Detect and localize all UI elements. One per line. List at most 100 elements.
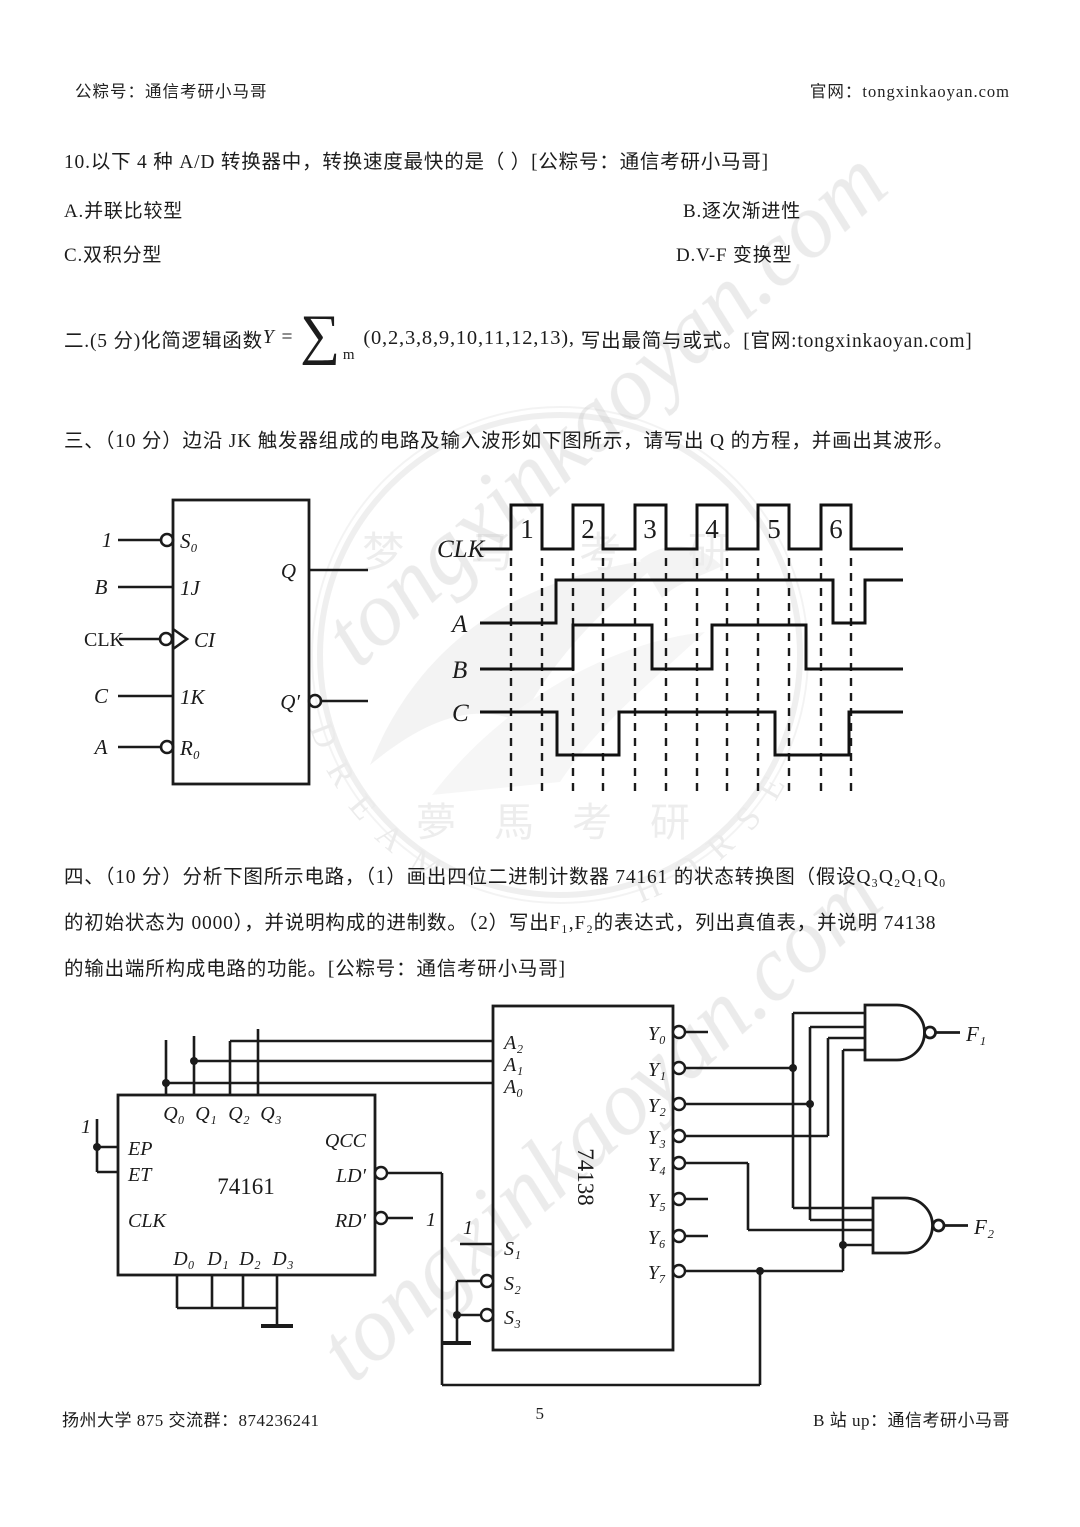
u1-pin-q1: Q₁ xyxy=(195,1103,216,1125)
u1-pin-d1: D₁ xyxy=(206,1248,228,1270)
u1-pin-q0: Q₀ xyxy=(163,1103,184,1125)
u1-pin-qcc: QCC xyxy=(325,1130,367,1152)
b-trace xyxy=(480,623,903,671)
q2-formula-line: 二.(5 分)化简逻辑函数 Y = ∑ m (0,2,3,8,9,10,11,1… xyxy=(64,302,973,374)
header-account: 公粽号：通信考研小马哥 xyxy=(75,82,268,101)
u1-pin-ld: LD′ xyxy=(335,1165,367,1187)
timing-gridlines xyxy=(509,558,853,793)
u2-junction-dots xyxy=(453,1064,847,1319)
u1-pin-ep: EP xyxy=(127,1138,152,1160)
u2-pin-y4: Y₄ xyxy=(648,1154,666,1176)
sigma-subscript: m xyxy=(342,347,356,363)
watermark-chars-top: 梦 马 考 研 xyxy=(362,531,758,577)
jk-input-b: B xyxy=(95,575,108,599)
pulse-number-5: 5 xyxy=(767,514,781,544)
a-signal-label: A xyxy=(450,611,468,638)
c-trace xyxy=(480,710,903,757)
footer-bilibili: B 站 up：通信考研小马哥 xyxy=(813,1411,1010,1430)
jk-flipflop-symbol xyxy=(118,498,368,786)
q4-line2: 的初始状态为 0000），并说明构成的进制数。（2）写出F₁,F₂的表达式，列出… xyxy=(64,913,937,934)
q4-line1: 四、（10 分）分析下图所示电路，（1）画出四位二进制计数器 74161 的状态… xyxy=(64,867,947,888)
jk-pin-ci: CI xyxy=(194,628,216,652)
u2-pin-s1: S₁ xyxy=(504,1238,521,1260)
counter-decoder-circuit: Q₀ Q₁ Q₂ Q₃ EP ET CLK QCC LD′ RD′ D₀ D₁ … xyxy=(81,1003,994,1387)
header-website: 官网：tongxinkaoyan.com xyxy=(809,82,1010,101)
pulse-number-4: 4 xyxy=(705,514,719,544)
q10-option-b: B.逐次渐进性 xyxy=(683,201,802,222)
footer-group: 扬州大学 875 交流群：874236241 xyxy=(62,1411,320,1430)
q4-line3: 的输出端所构成电路的功能。[公粽号：通信考研小马哥] xyxy=(64,959,566,980)
jk-input-c: C xyxy=(94,684,109,708)
horse-body-shape xyxy=(432,632,705,795)
u1-pin-d3: D₃ xyxy=(271,1248,293,1270)
pulse-number-2: 2 xyxy=(581,514,595,544)
u2-pin-y1: Y₁ xyxy=(648,1059,666,1081)
jk-pin-qnot: Q′ xyxy=(280,690,300,714)
watermark-chars-bottom: 夢 馬 考 研 xyxy=(416,800,704,845)
rd-bubble xyxy=(373,1210,389,1226)
u2-bubbles xyxy=(479,1024,687,1323)
pulse-number-6: 6 xyxy=(829,514,843,544)
q10-stem: 10.以下 4 种 A/D 转换器中，转换速度最快的是（ ）[公粽号：通信考研小… xyxy=(64,152,769,173)
chip-74138-box xyxy=(491,1004,675,1352)
q2-minterms: (0,2,3,8,9,10,11,12,13), xyxy=(363,326,575,349)
u1-rd-const: 1 xyxy=(426,1209,436,1231)
q10-option-d: D.V-F 变换型 xyxy=(676,245,793,266)
u2-pin-y0: Y₀ xyxy=(648,1023,666,1045)
page-number: 5 xyxy=(535,1404,545,1423)
q2-prefix: 二.(5 分)化简逻辑函数 xyxy=(64,330,263,352)
ld-bubble xyxy=(373,1165,389,1181)
u2-pin-y5: Y₅ xyxy=(648,1190,666,1212)
u1-name: 74161 xyxy=(217,1174,275,1199)
jk-pin-q: Q xyxy=(281,559,296,583)
u1-pin-d0: D₀ xyxy=(172,1248,194,1270)
u2-pin-s3: S₃ xyxy=(504,1307,521,1329)
u1-pin-rd: RD′ xyxy=(334,1210,367,1232)
jk-input-clk: CLK xyxy=(84,629,125,651)
jk-circuit-and-waveform: 1 B CLK C A S₀ 1J CI 1K R₀ Q Q′ CLK A B … xyxy=(84,498,903,793)
q3-stem: 三、（10 分）边沿 JK 触发器组成的电路及输入波形如下图所示，请写出 Q 的… xyxy=(64,431,954,452)
waveform-traces xyxy=(480,503,903,757)
f2-output-label: F₂ xyxy=(973,1215,994,1239)
u2-pin-s2: S₂ xyxy=(504,1273,521,1295)
nand-gate-f2 xyxy=(871,1196,968,1255)
sigma-symbol: ∑ xyxy=(300,304,341,366)
u2-name: 74138 xyxy=(573,1148,598,1206)
u2-pin-y2: Y₂ xyxy=(648,1095,666,1117)
q10-option-a: A.并联比较型 xyxy=(64,201,184,222)
b-signal-label: B xyxy=(452,657,467,684)
q2-suffix: 写出最简与或式。[官网:tongxinkaoyan.com] xyxy=(580,330,973,352)
a-trace xyxy=(480,578,903,625)
jk-pin-1k: 1K xyxy=(180,685,206,709)
jk-pin-1j: 1J xyxy=(180,576,202,600)
u2-pin-y7: Y₇ xyxy=(648,1262,666,1284)
chip-74161-box xyxy=(116,1093,377,1277)
u1-pin-clk: CLK xyxy=(128,1210,167,1232)
jk-input-a: A xyxy=(93,735,108,759)
u2-wires xyxy=(443,1011,873,1345)
u2-pin-a1: A₁ xyxy=(502,1054,523,1076)
pulse-number-1: 1 xyxy=(520,514,534,544)
u1-pin-d2: D₂ xyxy=(238,1248,260,1270)
pulse-number-3: 3 xyxy=(643,514,657,544)
u1-pin-q2: Q₂ xyxy=(228,1103,249,1125)
jk-input-const-1: 1 xyxy=(102,528,113,552)
q10-option-c: C.双积分型 xyxy=(64,245,163,266)
u2-pin-a0: A₀ xyxy=(502,1076,523,1098)
clk-signal-label: CLK xyxy=(437,536,486,563)
u1-pin-et: ET xyxy=(127,1164,153,1186)
f1-output-label: F₁ xyxy=(965,1022,986,1046)
u2-pin-y6: Y₆ xyxy=(648,1227,666,1249)
q2-lhs: Y = xyxy=(262,327,295,348)
u1-enable-const: 1 xyxy=(81,1116,91,1138)
nand-gate-f1 xyxy=(863,1003,960,1062)
c-signal-label: C xyxy=(452,700,469,727)
clk-trace xyxy=(480,503,903,551)
jk-pin-s0: S₀ xyxy=(180,529,198,553)
u2-pin-a2: A₂ xyxy=(502,1032,523,1054)
u2-s1-const: 1 xyxy=(463,1217,473,1239)
chip-outlines xyxy=(116,1004,675,1352)
u1-pin-q3: Q₃ xyxy=(260,1103,281,1125)
